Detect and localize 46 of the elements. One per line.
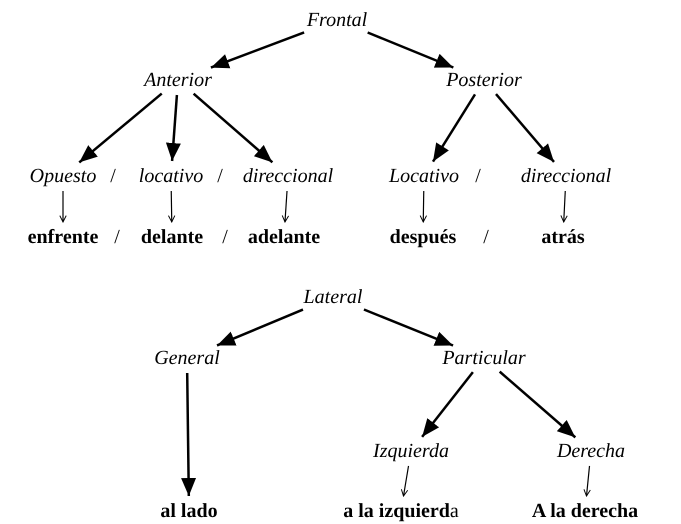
category-label: Posterior xyxy=(446,69,522,91)
arrow xyxy=(400,466,410,497)
result-term: enfrente xyxy=(28,226,98,248)
category-label: General xyxy=(154,347,220,369)
separator-slash: / xyxy=(110,165,116,187)
result-term: al lado xyxy=(160,500,218,522)
result-term: atrás xyxy=(541,226,585,248)
arrow xyxy=(168,190,176,222)
arrow xyxy=(192,92,274,164)
category-label: direccional xyxy=(242,165,334,187)
separator-slash: / xyxy=(222,226,228,248)
arrow xyxy=(181,372,196,496)
result-term: A la derecha xyxy=(532,500,638,522)
separator-slash: / xyxy=(475,165,481,187)
category-label: Derecha xyxy=(556,440,626,462)
arrow xyxy=(216,308,304,347)
category-label: Locativo xyxy=(389,165,459,187)
arrow xyxy=(363,308,454,347)
result-term: adelante xyxy=(248,226,320,248)
result-term: delante xyxy=(140,226,204,248)
arrow xyxy=(432,94,476,162)
category-label: Particular xyxy=(442,347,526,369)
arrow xyxy=(59,191,67,222)
category-label: Frontal xyxy=(306,9,368,31)
separator-slash: / xyxy=(114,226,120,248)
category-label: Izquierda xyxy=(373,440,449,462)
category-label: a la izquierda xyxy=(343,500,459,522)
separator-slash: / xyxy=(217,165,223,187)
arrow xyxy=(498,370,576,438)
arrow xyxy=(282,190,290,222)
arrow xyxy=(367,31,454,69)
arrow xyxy=(210,31,305,69)
category-label: Lateral xyxy=(304,286,362,308)
arrow xyxy=(420,190,428,222)
category-label: locativo xyxy=(138,165,204,187)
arrow xyxy=(583,466,591,496)
arrow xyxy=(166,94,181,162)
arrow xyxy=(421,371,474,438)
category-label: Opuesto xyxy=(30,165,96,187)
arrow xyxy=(560,190,568,222)
separator-slash: / xyxy=(483,226,489,248)
arrow xyxy=(495,93,555,163)
category-label: direccional xyxy=(520,165,612,187)
arrow xyxy=(78,92,163,164)
result-term: después xyxy=(390,226,456,248)
category-label: Anterior xyxy=(144,69,212,91)
